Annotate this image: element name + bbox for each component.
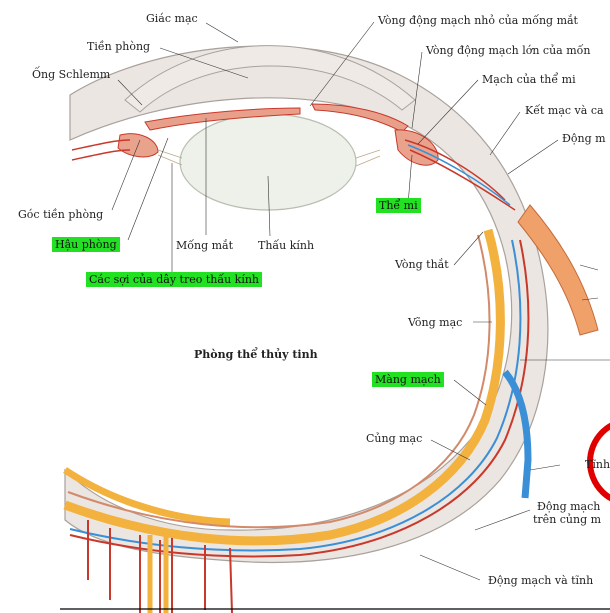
label-vong-mac: Võng mạc xyxy=(408,316,463,329)
choroid-lower-band xyxy=(63,467,231,526)
label-vong-dm-lon: Vòng động mạch lớn của mốn xyxy=(426,44,591,57)
label-vong-that: Vòng thắt xyxy=(395,258,449,271)
ciliary-body-right xyxy=(394,129,439,166)
label-hau-phong: Hậu phòng xyxy=(52,237,120,252)
ciliary-vessels xyxy=(404,139,516,211)
label-phong-the-thuy-tinh: Phòng thể thủy tinh xyxy=(194,348,318,361)
retina-line xyxy=(67,234,491,529)
leader-lines xyxy=(111,21,610,581)
choroid-band xyxy=(63,228,505,546)
label-mach-the-mi: Mạch của thể mi xyxy=(482,73,576,86)
ciliary-veins xyxy=(407,144,511,206)
label-mong-mat: Mống mắt xyxy=(176,239,234,252)
label-dong-mach-tren: Động mạch xyxy=(537,500,601,513)
label-dong-ma: Động m xyxy=(562,132,606,145)
label-tren-cung-mac: trên củng m xyxy=(533,513,602,526)
label-cung-mac: Củng mạc xyxy=(366,432,423,445)
label-the-mi: Thể mi xyxy=(376,198,421,213)
label-dong-mach-va-tinh: Động mạch và tĩnh xyxy=(488,574,594,587)
label-thau-kinh: Thấu kính xyxy=(258,239,315,252)
iris-right xyxy=(311,103,409,133)
lens xyxy=(179,113,357,211)
zonule-fibers xyxy=(157,149,381,167)
scleral-vein xyxy=(69,239,522,552)
optic-nerve-band xyxy=(147,535,169,613)
label-ket-mac: Kết mạc và ca xyxy=(525,104,604,117)
left-vessels xyxy=(71,139,131,161)
label-vong-dm-nho: Vòng động mạch nhỏ của mống mắt xyxy=(378,14,578,27)
label-mang-mach: Màng mạch xyxy=(372,372,444,387)
label-cac-soi: Các sợi của dây treo thấu kính xyxy=(86,272,263,287)
scleral-artery xyxy=(69,239,530,558)
label-goc-tien-phong: Góc tiền phòng xyxy=(18,208,104,221)
vortex-vein xyxy=(502,369,532,499)
extraocular-muscle xyxy=(517,204,599,336)
cornea xyxy=(124,45,416,113)
label-tinh-partial: Tĩnh xyxy=(585,458,610,471)
iris xyxy=(144,107,301,131)
annotation-circle xyxy=(587,422,610,502)
optic-vessels xyxy=(87,520,233,613)
label-ong-schlemm: Ống Schlemm xyxy=(32,68,111,81)
label-tien-phong: Tiền phòng xyxy=(87,40,151,53)
label-giac-mac: Giác mạc xyxy=(146,12,198,25)
